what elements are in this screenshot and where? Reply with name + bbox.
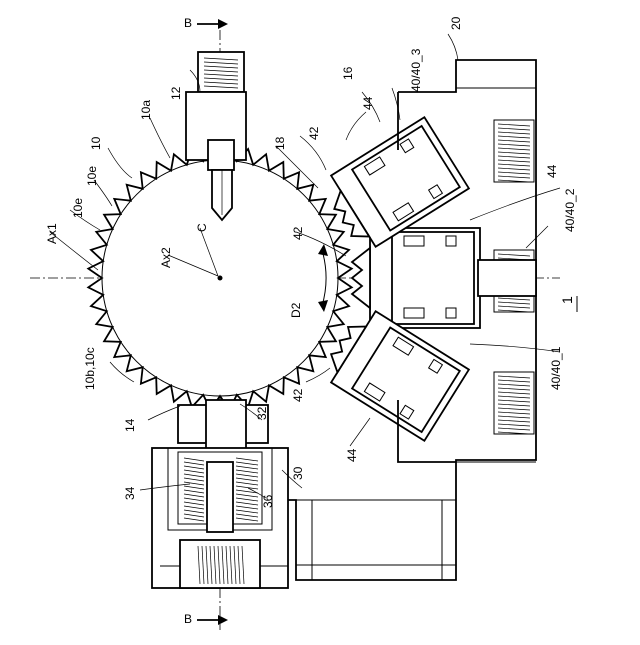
thread-line xyxy=(498,298,530,300)
thread-line xyxy=(498,144,530,146)
label-ref-ax2: Ax2 xyxy=(159,247,173,268)
label-section-top: B xyxy=(184,16,192,30)
label-section-bottom: B xyxy=(184,612,192,626)
thread-line xyxy=(498,420,530,422)
gear-center-point xyxy=(218,276,223,281)
thread-line xyxy=(498,176,530,178)
thread-line xyxy=(498,388,530,390)
thread-line xyxy=(498,164,530,166)
label-ref-ax1: Ax1 xyxy=(45,223,59,244)
label-ref-42-b: 42 xyxy=(291,226,305,240)
label-ref-20: 20 xyxy=(449,16,463,30)
label-ref-14: 14 xyxy=(123,418,137,432)
thread-line xyxy=(498,136,530,138)
thread-line xyxy=(498,396,530,398)
thread-line xyxy=(498,400,530,402)
thread-line xyxy=(498,128,530,130)
thread-line xyxy=(498,152,530,154)
label-ref-40-2: 40/40_2 xyxy=(563,188,577,232)
label-ref-10b-10c: 10b,10c xyxy=(83,347,97,390)
label-ref-40-1: 40/40_1 xyxy=(549,346,563,390)
thread-line xyxy=(498,148,530,150)
thread-line xyxy=(498,132,530,134)
label-ref-18: 18 xyxy=(273,136,287,150)
bottom-stopper xyxy=(152,400,288,588)
label-ref-42-a: 42 xyxy=(307,126,321,140)
thread-line xyxy=(498,384,530,386)
thread-line xyxy=(498,412,530,414)
section-arrow-bottom xyxy=(197,615,228,625)
label-ref-32: 32 xyxy=(255,406,269,420)
label-ref-10e-1: 10e xyxy=(85,166,99,186)
thread-line xyxy=(498,408,530,410)
label-ref-12: 12 xyxy=(169,86,183,100)
thread-line xyxy=(498,404,530,406)
thread-line xyxy=(498,172,530,174)
label-ref-42-c: 42 xyxy=(291,388,305,402)
label-ref-44-c: 44 xyxy=(345,448,359,462)
label-ref-d2: D2 xyxy=(289,302,303,318)
thread-line xyxy=(498,160,530,162)
thread-line xyxy=(498,302,530,304)
label-ref-c: C xyxy=(195,223,209,232)
label-ref-34: 34 xyxy=(123,486,137,500)
thread-line xyxy=(498,140,530,142)
label-ref-10e-2: 10e xyxy=(71,198,85,218)
thread-line xyxy=(498,392,530,394)
label-ref-44-b: 44 xyxy=(545,164,559,178)
section-arrow-top xyxy=(197,19,228,29)
label-ref-1: 1 xyxy=(559,296,575,304)
label-ref-10: 10 xyxy=(89,136,103,150)
thread-line xyxy=(498,306,530,308)
label-ref-30: 30 xyxy=(291,466,305,480)
label-ref-40-3: 40/40_3 xyxy=(409,48,423,92)
label-ref-10a: 10a xyxy=(139,100,153,120)
thread-line xyxy=(498,380,530,382)
thread-line xyxy=(498,254,530,256)
thread-line xyxy=(498,156,530,158)
thread-line xyxy=(498,428,530,430)
thread-line xyxy=(498,168,530,170)
label-ref-16: 16 xyxy=(341,66,355,80)
label-ref-44-a: 44 xyxy=(361,96,375,110)
thread-line xyxy=(498,416,530,418)
thread-line xyxy=(498,124,530,126)
label-ref-36: 36 xyxy=(261,494,275,508)
thread-line xyxy=(498,424,530,426)
thread-line xyxy=(498,376,530,378)
